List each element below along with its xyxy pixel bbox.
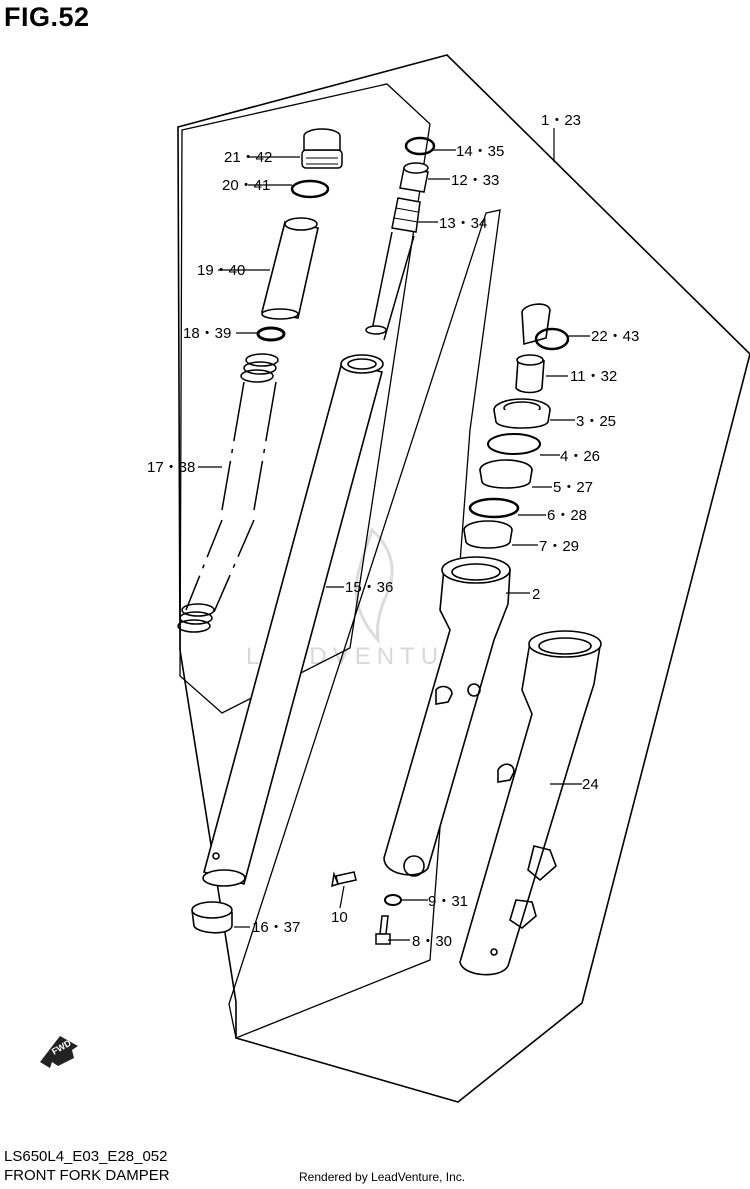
callout-labels: 1・23 21・42 14・35 20・41 12・33 13・34 19・40…: [147, 112, 639, 950]
figure-name: FRONT FORK DAMPER: [4, 1167, 170, 1184]
cap-bolt-part: [301, 128, 343, 169]
callout-12-33: 12・33: [451, 172, 499, 189]
callout-21-42: 21・42: [224, 149, 272, 166]
bushing-part: [191, 901, 233, 934]
retainer-part: [487, 433, 541, 455]
callout-4-26: 4・26: [560, 448, 600, 465]
callout-19-40: 19・40: [197, 262, 245, 279]
render-credit: Rendered by LeadVenture, Inc.: [299, 1170, 466, 1184]
damper-bolt-part: [375, 915, 391, 945]
inner-fork-tube-part: [202, 354, 384, 887]
callout-2: 2: [532, 586, 540, 603]
callout-17-38: 17・38: [147, 459, 195, 476]
callout-3-25: 3・25: [576, 413, 616, 430]
damper-ring-part: [404, 136, 436, 156]
callout-14-35: 14・35: [456, 143, 504, 160]
outer-tube-part: [383, 556, 511, 877]
callout-11-32: 11・32: [570, 368, 617, 385]
damper-rod-part: [365, 162, 429, 341]
gasket-part: [384, 894, 402, 906]
stopper-ring-part: [515, 354, 545, 394]
callout-5-27: 5・27: [553, 479, 593, 496]
fork-body-frame: [228, 209, 501, 1039]
callout-1-23: 1・23: [541, 112, 581, 129]
callout-10: 10: [331, 909, 348, 926]
callout-6-28: 6・28: [547, 507, 587, 524]
model-code: LS650L4_E03_E28_052: [4, 1148, 168, 1165]
spacer-part: [261, 217, 319, 320]
callout-20-41: 20・41: [222, 177, 270, 194]
fork-spring-part: [177, 353, 279, 633]
bolt-part: [331, 871, 357, 888]
callout-24: 24: [582, 776, 599, 793]
guide-bushing-part: [463, 520, 513, 549]
callout-9-31: 9・31: [428, 893, 468, 910]
washer-lower-part: [468, 497, 520, 519]
callout-7-29: 7・29: [539, 538, 579, 555]
callout-13-34: 13・34: [439, 215, 487, 232]
washer-part: [256, 326, 286, 342]
callout-16-37: 16・37: [252, 919, 300, 936]
inner-assembly-frame: [179, 83, 431, 714]
seal-ring-part: [534, 327, 570, 351]
o-ring-part: [290, 179, 330, 199]
oil-seal-part: [493, 398, 551, 429]
callout-18-39: 18・39: [183, 325, 231, 342]
dust-seal-part: [521, 303, 551, 346]
figure-title: FIG.52: [4, 2, 90, 32]
callout-15-36: 15・36: [345, 579, 393, 596]
callout-22-43: 22・43: [591, 328, 639, 345]
outer-tube-right-part: [459, 630, 602, 976]
leader-lines: [198, 128, 590, 941]
outer-assembly-frame: [177, 54, 750, 1103]
oil-seal-retainer-part: [479, 459, 533, 489]
callout-8-30: 8・30: [412, 933, 452, 950]
fwd-arrow-icon: FWD: [40, 1036, 78, 1068]
